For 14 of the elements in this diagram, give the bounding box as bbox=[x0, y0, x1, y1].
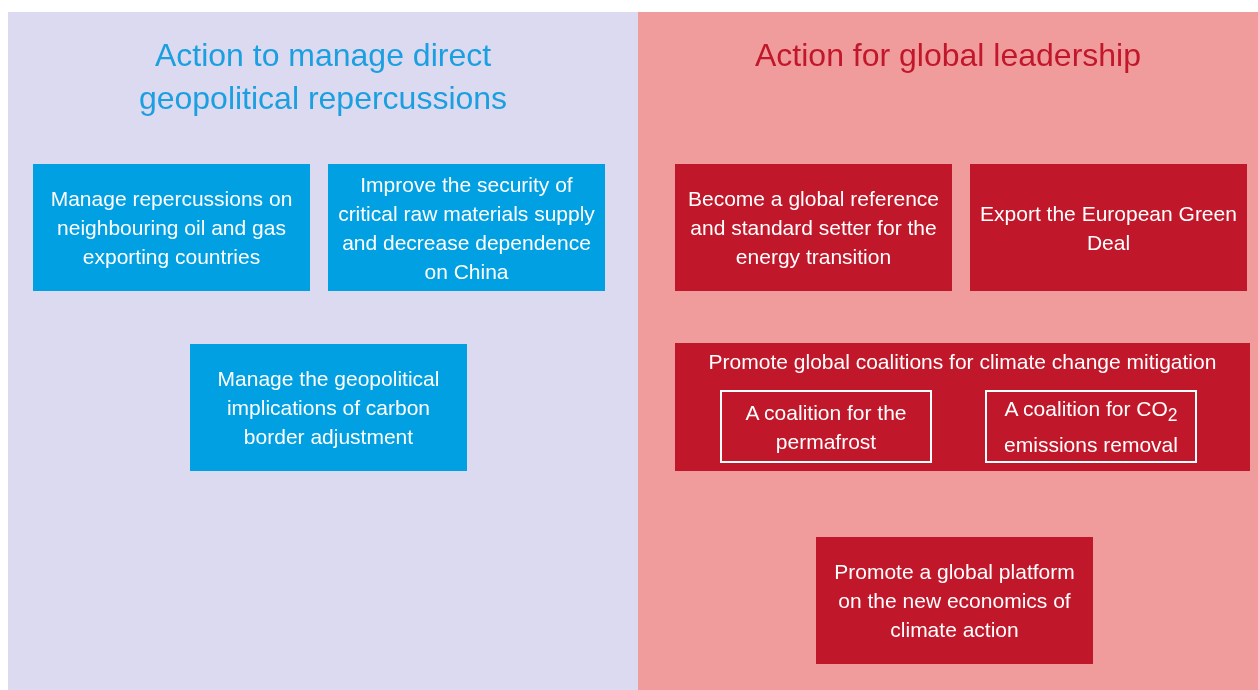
action-box: A coalition for the permafrost bbox=[720, 390, 932, 463]
panel-heading: Action for global leadership bbox=[754, 36, 1142, 75]
panel-background bbox=[638, 12, 1258, 690]
action-box: A coalition for CO$_{2}$ emissions removal bbox=[985, 390, 1197, 463]
panel-background bbox=[8, 12, 638, 690]
action-box: Improve the security of critical raw materials supply and decrease dependence on China bbox=[328, 164, 605, 291]
action-box: Promote a global platform on the new economics of climate action bbox=[816, 537, 1093, 664]
group-heading: Promote global coalitions for climate change mitigation bbox=[707, 349, 1218, 375]
group-box bbox=[675, 343, 1250, 471]
action-box: Export the European Green Deal bbox=[970, 164, 1247, 291]
panel-heading: Action to manage direct geopolitical repercussions bbox=[137, 36, 509, 119]
action-box: Become a global reference and standard setter for the energy transition bbox=[675, 164, 952, 291]
action-box: Manage repercussions on neighbouring oil and gas exporting countries bbox=[33, 164, 310, 291]
action-box: Manage the geopolitical implications of carbon border adjustment bbox=[190, 344, 467, 471]
